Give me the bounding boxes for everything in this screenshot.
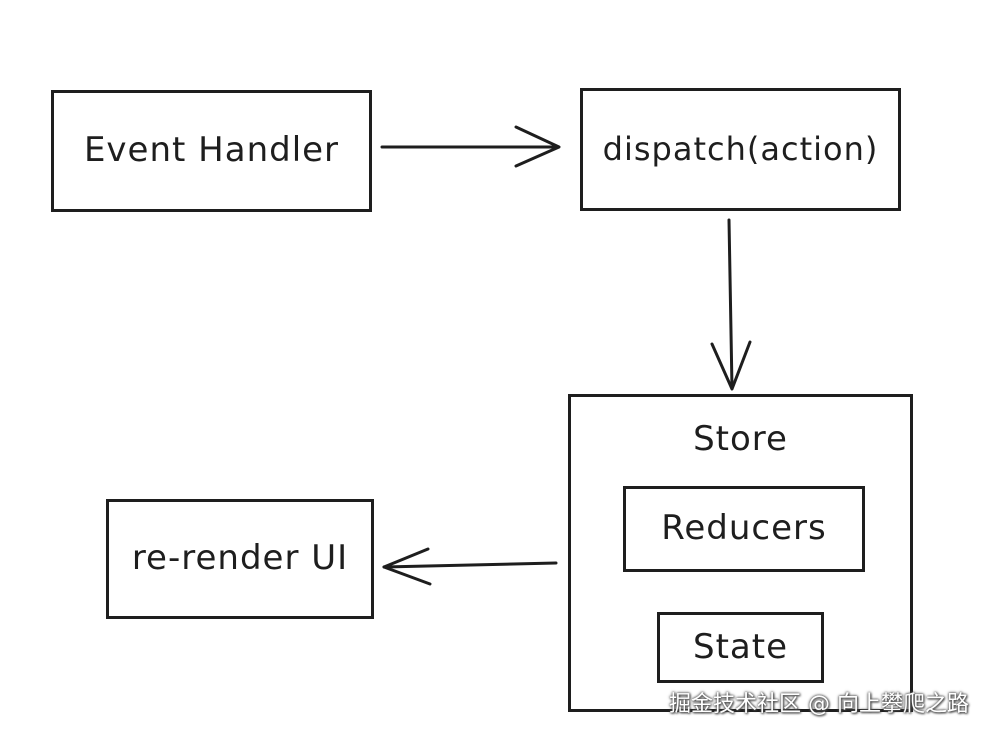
arrow-dispatch-to-store (710, 218, 752, 391)
event-handler-label: Event Handler (83, 130, 340, 171)
state-node: State (657, 612, 824, 683)
reducers-label: Reducers (661, 508, 827, 549)
event-handler-node: Event Handler (51, 90, 372, 212)
dispatch-node: dispatch(action) (580, 88, 901, 211)
rerender-ui-label: re-render UI (131, 538, 349, 579)
rerender-ui-node: re-render UI (106, 499, 374, 619)
state-label: State (693, 626, 788, 667)
arrow-event-to-dispatch (380, 125, 561, 168)
watermark-text: 掘金技术社区 @ 向上攀爬之路 (669, 692, 969, 717)
reducers-node: Reducers (623, 486, 865, 572)
dispatch-label: dispatch(action) (602, 129, 879, 168)
arrow-store-to-rerender (382, 547, 558, 586)
store-label: Store (693, 419, 788, 459)
